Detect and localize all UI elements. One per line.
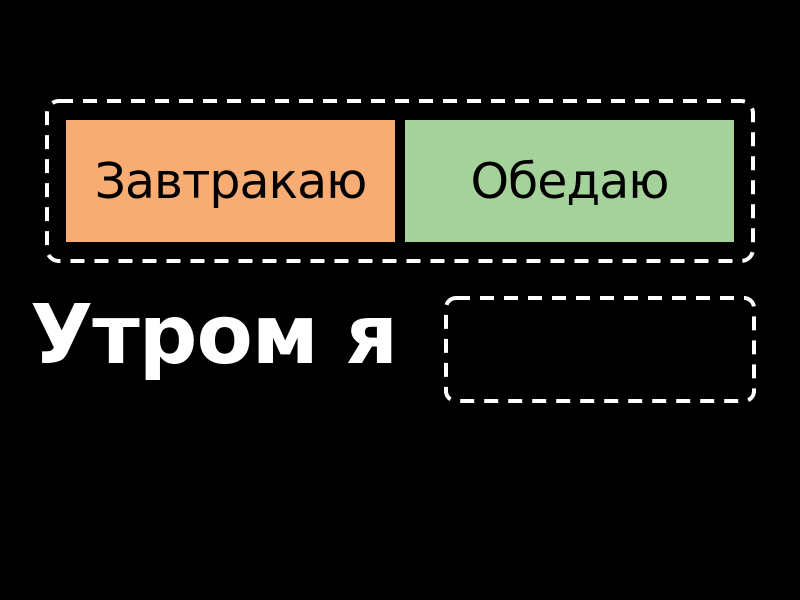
sentence-prompt: Утром я — [30, 288, 398, 383]
answer-drop-zone[interactable] — [444, 296, 756, 403]
option-tile-lunch[interactable]: Обедаю — [405, 120, 734, 242]
option-label: Завтракаю — [94, 152, 368, 210]
option-label: Обедаю — [470, 152, 669, 210]
option-tile-breakfast[interactable]: Завтракаю — [66, 120, 395, 242]
